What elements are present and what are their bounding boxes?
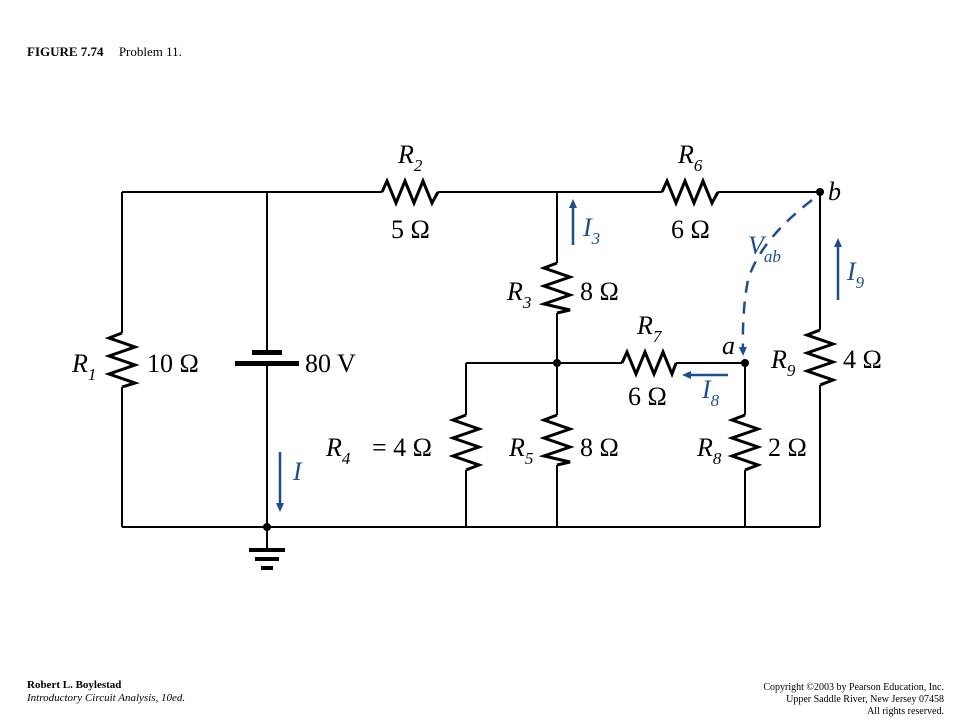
footer-credits: Robert L. Boylestad Introductory Circuit…: [27, 679, 185, 705]
arrow-vab: [738, 199, 813, 356]
figure-number: FIGURE 7.74: [27, 44, 104, 59]
label-r3-value: 8 Ω: [580, 277, 619, 306]
junction-dots: [263, 188, 824, 531]
label-r8: R8: [696, 433, 722, 468]
resistor-r4: [448, 413, 484, 472]
footer-address: Upper Saddle River, New Jersey 07458: [786, 694, 944, 705]
ground-icon: [249, 548, 285, 570]
footer-copyright-line: Copyright ©2003 by Pearson Education, In…: [763, 682, 944, 693]
footer-book: Introductory Circuit Analysis, 10ed.: [27, 692, 186, 704]
label-r5: R5: [508, 433, 533, 468]
label-current-i: I: [292, 457, 303, 486]
label-r2-value: 5 Ω: [391, 215, 430, 244]
resistors: [104, 177, 838, 472]
label-node-b: b: [828, 177, 841, 206]
component-labels: R1 10 Ω 80 V R2 5 Ω R6 6 Ω R3 8 Ω R7 6 Ω…: [71, 140, 882, 486]
label-r5-value: 8 Ω: [580, 433, 619, 462]
label-source-voltage: 80 V: [305, 349, 356, 378]
resistor-r2: [380, 177, 440, 207]
node-a-dot: [741, 359, 749, 367]
label-current-i3: I3: [582, 213, 600, 248]
wires: [121, 191, 821, 548]
label-current-i9: I9: [846, 257, 865, 292]
label-r4-value: = 4 Ω: [372, 433, 432, 462]
label-r1: R1: [71, 349, 96, 384]
battery-symbol: [235, 350, 299, 366]
node-b-dot: [816, 188, 824, 196]
label-r7: R7: [636, 311, 663, 346]
resistor-r8: [727, 413, 763, 472]
footer-rights: All rights reserved.: [867, 706, 944, 717]
resistor-r1: [104, 331, 140, 389]
resistor-r6: [660, 177, 720, 207]
resistor-r9: [802, 328, 838, 387]
resistor-r5: [538, 413, 575, 467]
label-current-i8: I8: [701, 375, 720, 410]
current-arrows: [276, 199, 842, 512]
label-node-a: a: [722, 331, 735, 360]
resistor-r7: [620, 348, 678, 379]
footer-copyright: Copyright ©2003 by Pearson Education, In…: [763, 682, 944, 718]
resistor-r3: [538, 261, 575, 315]
label-r2: R2: [397, 140, 423, 175]
label-voltage-vab: Vab: [748, 231, 781, 266]
label-r1-value: 10 Ω: [147, 349, 199, 378]
label-r6: R6: [677, 140, 703, 175]
label-r4: R4: [325, 433, 351, 468]
label-r3: R3: [506, 277, 531, 312]
label-r7-value: 6 Ω: [628, 382, 667, 411]
footer-author: Robert L. Boylestad: [27, 679, 122, 691]
figure-caption: FIGURE 7.74 Problem 11.: [27, 44, 182, 60]
label-r8-value: 2 Ω: [768, 433, 807, 462]
label-r9-value: 4 Ω: [843, 345, 882, 374]
figure-title: Problem 11.: [118, 44, 182, 59]
label-r9: R9: [770, 345, 796, 380]
label-r6-value: 6 Ω: [671, 215, 710, 244]
